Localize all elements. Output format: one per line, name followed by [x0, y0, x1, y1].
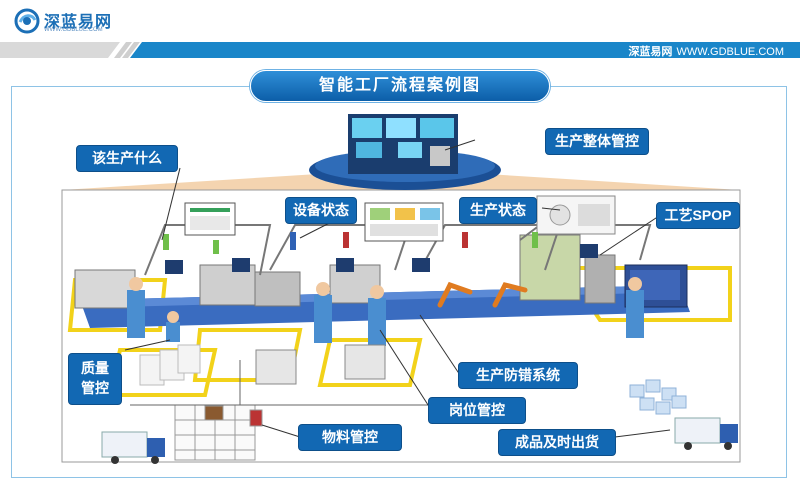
label-production-status: 生产状态: [459, 197, 537, 224]
truck-left: [101, 431, 165, 464]
label-overall-control: 生产整体管控: [545, 128, 649, 155]
header-banner: [0, 42, 800, 58]
andon-posts: [163, 232, 538, 254]
banner-brand-cn: 深蓝易网: [628, 46, 673, 58]
finished-goods-boxes: [629, 379, 687, 415]
material-carts: [255, 344, 386, 385]
logo: 深蓝易网 WWW.GDBLUE.COM: [14, 6, 124, 36]
label-material-control: 物料管控: [298, 424, 402, 451]
logo-url: WWW.GDBLUE.COM: [44, 27, 103, 33]
label-what-to-produce: 该生产什么: [76, 145, 178, 172]
label-post-control: 岗位管控: [428, 397, 526, 424]
label-equipment-status: 设备状态: [285, 197, 357, 224]
quality-boxes: [139, 344, 201, 386]
control-room-image: [309, 114, 501, 190]
storage-rack: [174, 404, 263, 461]
workers: [127, 277, 644, 346]
truck-right: [674, 417, 738, 450]
label-quality-control-line1: 质量: [81, 360, 109, 376]
floor-paths: [130, 360, 440, 406]
wall-monitors: [165, 244, 598, 274]
overhead-screens: [184, 195, 616, 242]
label-finished-goods: 成品及时出货: [498, 429, 616, 456]
diagram-title: 智能工厂流程案例图: [250, 70, 550, 102]
callout-lines: [124, 139, 671, 438]
label-process-spop: 工艺SPOP: [656, 202, 740, 229]
logo-swirl-icon: [14, 8, 40, 34]
label-error-proofing: 生产防错系统: [458, 362, 578, 389]
label-quality-control-line2: 管控: [81, 380, 109, 396]
robot-arms: [437, 281, 528, 308]
workstations: [74, 234, 688, 309]
banner-brand-url: WWW.GDBLUE.COM: [676, 46, 784, 58]
label-quality-control: 质量 管控: [68, 353, 122, 405]
logo-text: 深蓝易网: [44, 14, 113, 31]
